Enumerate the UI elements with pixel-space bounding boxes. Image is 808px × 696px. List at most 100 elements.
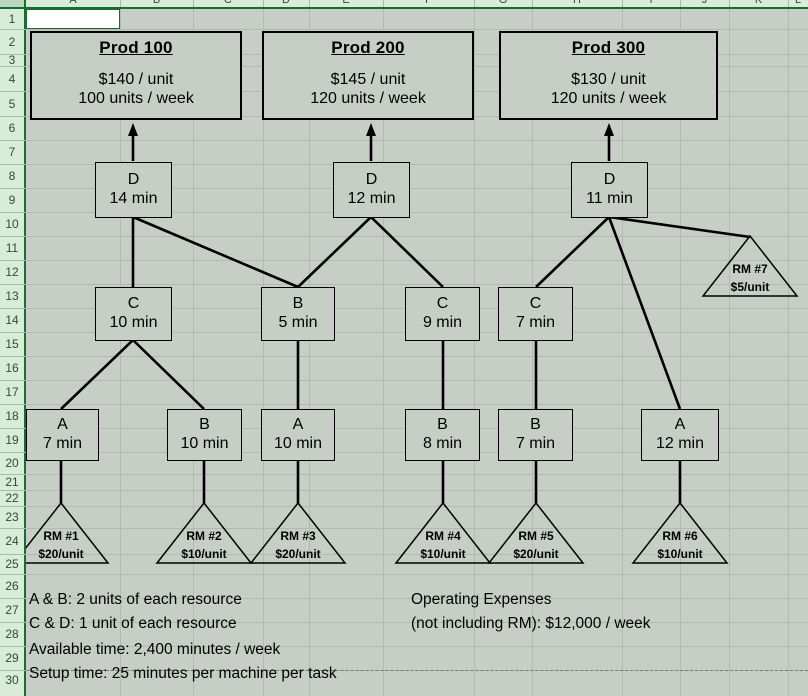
row-divider[interactable]: [0, 574, 26, 575]
row-header-28[interactable]: 28: [5, 627, 19, 641]
row-header-30[interactable]: 30: [5, 673, 19, 687]
row-divider[interactable]: [0, 236, 26, 237]
column-header-bar[interactable]: ABCDEFGHIJKLM: [0, 0, 808, 9]
row-header-3[interactable]: 3: [8, 53, 16, 67]
row-header-27[interactable]: 27: [5, 603, 19, 617]
operation-box-d1[interactable]: D 14 min: [95, 162, 172, 218]
column-divider[interactable]: [263, 0, 264, 7]
row-divider[interactable]: [0, 490, 26, 491]
raw-material-rm5[interactable]: RM #5 $20/unit: [486, 501, 586, 565]
row-divider[interactable]: [0, 622, 26, 623]
row-header-9[interactable]: 9: [8, 193, 16, 207]
row-divider[interactable]: [0, 646, 26, 647]
row-header-16[interactable]: 16: [5, 361, 19, 375]
operation-box-c1[interactable]: C 10 min: [95, 287, 172, 341]
operation-box-b3[interactable]: B 8 min: [405, 409, 480, 461]
column-divider[interactable]: [309, 0, 310, 7]
column-header-a[interactable]: A: [69, 0, 77, 6]
row-divider[interactable]: [0, 404, 26, 405]
row-divider[interactable]: [0, 66, 26, 67]
column-divider[interactable]: [383, 0, 384, 7]
column-header-k[interactable]: K: [754, 0, 763, 6]
row-divider[interactable]: [0, 260, 26, 261]
operation-box-a2[interactable]: A 10 min: [261, 409, 335, 461]
row-header-23[interactable]: 23: [5, 510, 19, 524]
row-header-19[interactable]: 19: [5, 433, 19, 447]
column-divider[interactable]: [532, 0, 533, 7]
column-header-g[interactable]: G: [498, 0, 508, 6]
row-header-14[interactable]: 14: [5, 313, 19, 327]
row-divider[interactable]: [0, 284, 26, 285]
row-header-11[interactable]: 11: [5, 241, 19, 255]
column-header-c[interactable]: C: [224, 0, 232, 6]
row-divider[interactable]: [0, 356, 26, 357]
raw-material-rm1[interactable]: RM #1 $20/unit: [26, 501, 111, 565]
operation-box-b1[interactable]: B 5 min: [261, 287, 335, 341]
column-header-h[interactable]: H: [573, 0, 581, 6]
column-divider[interactable]: [120, 0, 121, 7]
column-header-f[interactable]: F: [425, 0, 432, 6]
row-header-25[interactable]: 25: [5, 557, 19, 571]
row-header-2[interactable]: 2: [8, 34, 16, 49]
raw-material-rm4[interactable]: RM #4 $10/unit: [393, 501, 493, 565]
row-divider[interactable]: [0, 308, 26, 309]
row-divider[interactable]: [0, 212, 26, 213]
column-header-e[interactable]: E: [342, 0, 350, 6]
row-divider[interactable]: [0, 452, 26, 453]
product-box-prod-300[interactable]: Prod 300 $130 / unit 120 units / week: [499, 31, 718, 120]
row-header-26[interactable]: 26: [5, 579, 19, 593]
row-header-22[interactable]: 22: [5, 491, 19, 505]
row-header-10[interactable]: 10: [5, 217, 19, 231]
row-divider[interactable]: [0, 554, 26, 555]
column-divider[interactable]: [729, 0, 730, 7]
column-header-d[interactable]: D: [282, 0, 290, 6]
row-header-6[interactable]: 6: [8, 121, 16, 135]
row-header-1[interactable]: 1: [8, 12, 16, 26]
row-divider[interactable]: [0, 528, 26, 529]
row-divider[interactable]: [0, 506, 26, 507]
raw-material-rm3[interactable]: RM #3 $20/unit: [248, 501, 348, 565]
column-divider[interactable]: [622, 0, 623, 7]
row-divider[interactable]: [0, 140, 26, 141]
column-header-j[interactable]: J: [701, 0, 708, 6]
row-header-4[interactable]: 4: [8, 71, 16, 86]
operation-box-d3[interactable]: D 11 min: [571, 162, 648, 218]
row-header-17[interactable]: 17: [5, 385, 19, 399]
column-divider[interactable]: [788, 0, 789, 7]
product-box-prod-200[interactable]: Prod 200 $145 / unit 120 units / week: [262, 31, 474, 120]
row-header-13[interactable]: 13: [5, 289, 19, 303]
product-box-prod-100[interactable]: Prod 100 $140 / unit 100 units / week: [30, 31, 242, 120]
column-divider[interactable]: [680, 0, 681, 7]
row-divider[interactable]: [0, 164, 26, 165]
row-divider[interactable]: [0, 54, 26, 55]
row-divider[interactable]: [0, 91, 26, 92]
operation-box-c3[interactable]: C 7 min: [498, 287, 573, 341]
row-header-24[interactable]: 24: [5, 534, 19, 548]
column-header-l[interactable]: L: [794, 0, 802, 6]
row-divider[interactable]: [0, 598, 26, 599]
row-header-18[interactable]: 18: [5, 409, 19, 423]
raw-material-rm7[interactable]: RM #7 $5/unit: [700, 234, 800, 298]
row-divider[interactable]: [0, 332, 26, 333]
row-divider[interactable]: [0, 428, 26, 429]
operation-box-b2[interactable]: B 10 min: [167, 409, 242, 461]
row-divider[interactable]: [0, 670, 26, 671]
row-header-20[interactable]: 20: [5, 456, 19, 470]
row-header-21[interactable]: 21: [5, 475, 19, 489]
operation-box-a3[interactable]: A 12 min: [641, 409, 719, 461]
operation-box-c2[interactable]: C 9 min: [405, 287, 480, 341]
row-header-15[interactable]: 15: [5, 337, 19, 351]
operation-box-d2[interactable]: D 12 min: [333, 162, 410, 218]
raw-material-rm2[interactable]: RM #2 $10/unit: [154, 501, 254, 565]
row-divider[interactable]: [0, 116, 26, 117]
column-divider[interactable]: [193, 0, 194, 7]
active-cell-a1[interactable]: [26, 9, 120, 29]
row-header-7[interactable]: 7: [8, 145, 16, 159]
column-header-b[interactable]: B: [152, 0, 161, 6]
row-header-12[interactable]: 12: [5, 265, 19, 279]
row-header-29[interactable]: 29: [5, 651, 19, 665]
operation-box-a1[interactable]: A 7 min: [26, 409, 99, 461]
row-divider[interactable]: [0, 188, 26, 189]
row-header-8[interactable]: 8: [8, 169, 16, 183]
